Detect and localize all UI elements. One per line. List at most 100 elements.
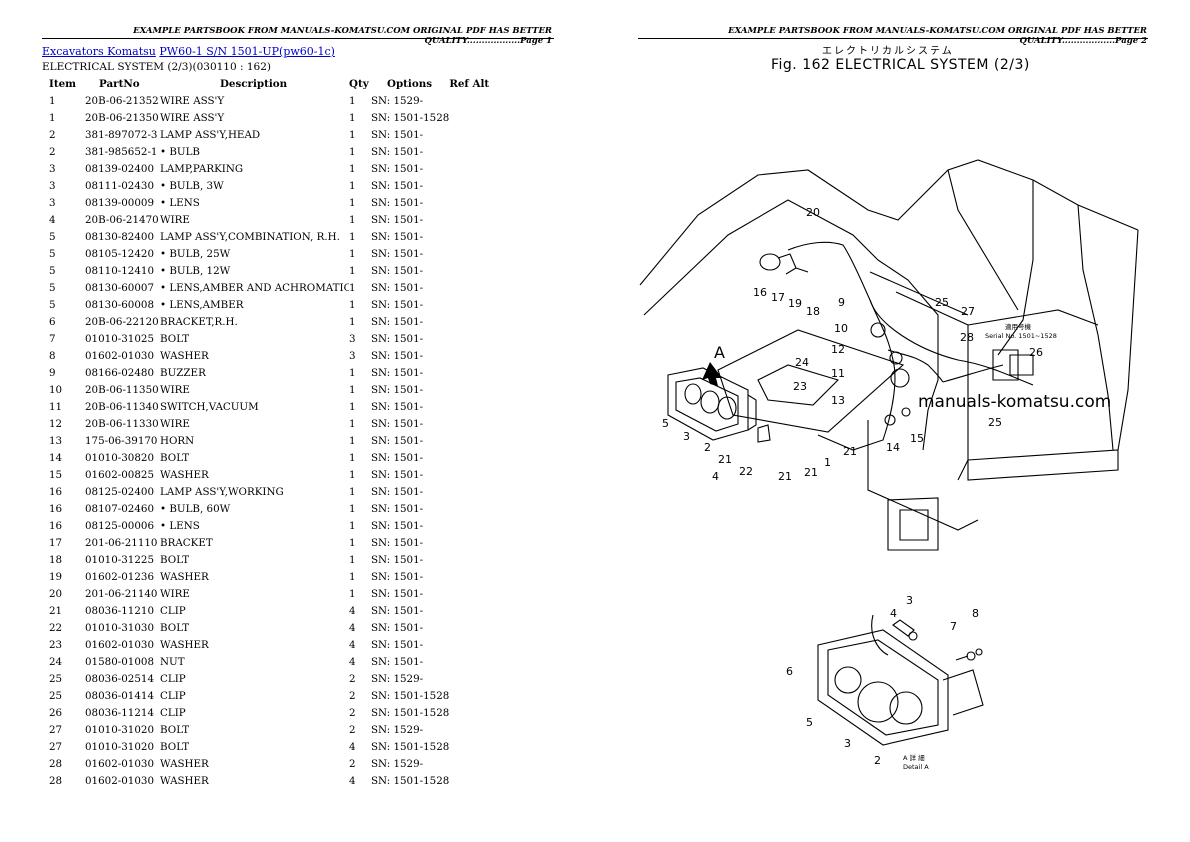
breadcrumb-link-excavators[interactable]: Excavators Komatsu <box>42 45 156 58</box>
cell-item-number: 3 <box>49 196 56 209</box>
cell-item-number: 16 <box>49 485 63 498</box>
callout-14: 14 <box>886 441 900 454</box>
callout-3: 3 <box>683 430 690 443</box>
cell-item-number: 4 <box>49 213 56 226</box>
cell-part-description: • BULB <box>160 145 200 158</box>
callout-17: 17 <box>771 291 785 304</box>
callout-20: 20 <box>806 206 820 219</box>
cell-ref-alt <box>449 330 509 347</box>
column-header-item: Item <box>49 78 77 90</box>
cell-ref-alt <box>449 160 509 177</box>
callout-15: 15 <box>910 432 924 445</box>
callout-detail-5: 5 <box>806 716 813 729</box>
cell-options: SN: 1501- <box>371 213 424 226</box>
cell-quantity: 1 <box>349 536 356 549</box>
cell-part-number: 20B-06-11350 <box>85 383 159 396</box>
cell-item-number: 5 <box>49 247 56 260</box>
cell-options: SN: 1501- <box>371 383 424 396</box>
cell-ref-alt <box>449 500 509 517</box>
cell-options: SN: 1501- <box>371 485 424 498</box>
cell-item-number: 1 <box>49 94 56 107</box>
callout-21a: 21 <box>718 453 732 466</box>
callout-16: 16 <box>753 286 767 299</box>
cell-options: SN: 1501- <box>371 196 424 209</box>
cell-part-description: • BULB, 25W <box>160 247 231 260</box>
callout-13: 13 <box>831 394 845 407</box>
cell-options: SN: 1529- <box>371 94 424 107</box>
cell-part-description: WASHER <box>160 757 209 770</box>
callout-23: 23 <box>793 380 807 393</box>
watermark: manuals-komatsu.com <box>918 392 1112 412</box>
cell-options: SN: 1501- <box>371 332 424 345</box>
cell-part-description: SWITCH,VACUUM <box>160 400 259 413</box>
callout-detail-7: 7 <box>950 620 957 633</box>
cell-part-number: 08139-02400 <box>85 162 154 175</box>
figure-title: Fig. 162 ELECTRICAL SYSTEM (2/3) <box>771 57 1030 73</box>
cell-part-number: 08130-82400 <box>85 230 154 243</box>
cell-quantity: 1 <box>349 196 356 209</box>
cell-part-description: WASHER <box>160 468 209 481</box>
cell-quantity: 4 <box>349 740 356 753</box>
cell-options: SN: 1501- <box>371 264 424 277</box>
cell-item-number: 21 <box>49 604 63 617</box>
cell-item-number: 17 <box>49 536 63 549</box>
cell-item-number: 12 <box>49 417 63 430</box>
cell-item-number: 8 <box>49 349 56 362</box>
cell-item-number: 18 <box>49 553 63 566</box>
figure-title-japanese: エレクトリカルシステム <box>822 46 954 57</box>
cell-part-description: CLIP <box>160 689 186 702</box>
cell-quantity: 1 <box>349 502 356 515</box>
cell-options: SN: 1501-1528 <box>371 740 450 753</box>
cell-part-description: • LENS <box>160 519 200 532</box>
cell-ref-alt <box>449 313 509 330</box>
cell-quantity: 1 <box>349 587 356 600</box>
cell-quantity: 2 <box>349 672 356 685</box>
cell-quantity: 1 <box>349 434 356 447</box>
cell-ref-alt <box>449 296 509 313</box>
cell-item-number: 24 <box>49 655 63 668</box>
cell-part-number: 08130-60007 <box>85 281 154 294</box>
cell-part-number: 20B-06-11340 <box>85 400 159 413</box>
cell-options: SN: 1501- <box>371 417 424 430</box>
cell-ref-alt <box>449 619 509 636</box>
cell-item-number: 7 <box>49 332 56 345</box>
cell-options: SN: 1501- <box>371 468 424 481</box>
cell-ref-alt <box>449 398 509 415</box>
callout-22: 22 <box>739 465 753 478</box>
cell-part-number: 20B-06-21350 <box>85 111 159 124</box>
cell-quantity: 1 <box>349 247 356 260</box>
cell-quantity: 1 <box>349 570 356 583</box>
cell-quantity: 4 <box>349 638 356 651</box>
callout-2: 2 <box>704 441 711 454</box>
breadcrumb-link-model[interactable]: PW60-1 S/N 1501-UP(pw60-1c) <box>159 45 335 58</box>
cell-part-description: CLIP <box>160 672 186 685</box>
cell-options: SN: 1501- <box>371 587 424 600</box>
cell-ref-alt <box>449 262 509 279</box>
cell-part-description: BRACKET <box>160 536 213 549</box>
cell-quantity: 1 <box>349 400 356 413</box>
cell-part-number: 08036-01414 <box>85 689 154 702</box>
cell-part-number: 01580-01008 <box>85 655 154 668</box>
callout-1: 1 <box>824 456 831 469</box>
cell-options: SN: 1501- <box>371 519 424 532</box>
cell-part-number: 08130-60008 <box>85 298 154 311</box>
cell-ref-alt <box>449 670 509 687</box>
cell-options: SN: 1501-1528 <box>371 774 450 787</box>
cell-item-number: 3 <box>49 162 56 175</box>
cell-part-description: BUZZER <box>160 366 206 379</box>
cell-part-description: WASHER <box>160 570 209 583</box>
cell-item-number: 15 <box>49 468 63 481</box>
cell-options: SN: 1501-1528 <box>371 706 450 719</box>
